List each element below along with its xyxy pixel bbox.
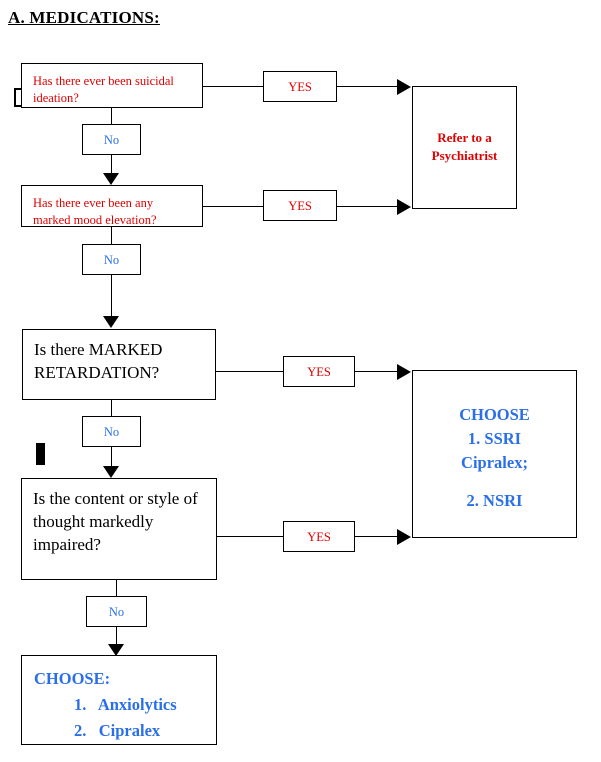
edge-no3-q4 (111, 447, 112, 469)
arrowhead-no3-q4 (103, 466, 119, 478)
edge-q1-no-upper (111, 108, 112, 124)
choose-right-line-3: Cipralex; (461, 453, 528, 472)
outcome-box-choose-anxiolytics[interactable]: CHOOSE: 1. Anxiolytics 2. Cipralex (21, 655, 217, 745)
arrowhead-no1-q2 (103, 173, 119, 185)
edge-q1-yes (203, 86, 263, 87)
refer-line-2: Psychiatrist (431, 148, 498, 163)
page-title: A. MEDICATIONS: (8, 8, 160, 27)
edge-yes3-choose (355, 371, 400, 372)
question-4-text: Is the content or style of thought marke… (33, 489, 198, 554)
edge-yes1-refer (337, 86, 399, 87)
choose-right-line-1: CHOOSE (459, 405, 530, 424)
choose-bottom-heading: CHOOSE: (34, 669, 111, 688)
question-1-text: Has there ever been suicidal ideation? (33, 74, 174, 105)
yes-label-4: YES (307, 530, 331, 544)
choose-bottom-content: CHOOSE: 1. Anxiolytics 2. Cipralex (22, 656, 216, 744)
no-label-3: No (103, 425, 120, 439)
arrowhead-no4-choose (108, 644, 124, 656)
yes-box-1[interactable]: YES (263, 71, 337, 102)
no-box-2[interactable]: No (82, 244, 141, 275)
no-label-1: No (103, 133, 120, 147)
edge-yes2-refer (337, 206, 399, 207)
choose-bottom-list: 1. Anxiolytics 2. Cipralex (34, 692, 216, 744)
black-block-artifact (36, 443, 45, 465)
yes-label-2: YES (288, 199, 312, 213)
outcome-box-refer-psychiatrist[interactable]: Refer to a Psychiatrist (412, 86, 517, 209)
arrowhead-yes1-refer (397, 79, 411, 95)
no-box-1[interactable]: No (82, 124, 141, 155)
question-box-thought-impaired[interactable]: Is the content or style of thought marke… (21, 478, 217, 580)
yes-label-1: YES (288, 80, 312, 94)
edge-yes4-choose (355, 536, 400, 537)
refer-line-1: Refer to a (437, 130, 492, 145)
question-2-text: Has there ever been any marked mood elev… (33, 196, 157, 227)
arrowhead-yes2-refer (397, 199, 411, 215)
yes-box-4[interactable]: YES (283, 521, 355, 552)
edge-no1-q2 (111, 155, 112, 175)
question-box-marked-retardation[interactable]: Is there MARKED RETARDATION? (22, 329, 216, 400)
question-box-suicidal-ideation[interactable]: Has there ever been suicidal ideation? (21, 63, 203, 108)
text-cursor-artifact (14, 88, 24, 107)
arrowhead-no2-q3 (103, 316, 119, 328)
edge-q2-no-upper (111, 227, 112, 244)
edge-q2-yes (203, 206, 263, 207)
edge-q4-no-upper (116, 580, 117, 596)
question-box-mood-elevation[interactable]: Has there ever been any marked mood elev… (21, 185, 203, 227)
arrowhead-yes4-choose (397, 529, 411, 545)
choose-right-line-2: 1. SSRI (467, 429, 522, 448)
yes-box-3[interactable]: YES (283, 356, 355, 387)
yes-box-2[interactable]: YES (263, 190, 337, 221)
edge-q3-no-upper (111, 400, 112, 416)
edge-no2-q3 (111, 275, 112, 318)
no-label-4: No (108, 605, 125, 619)
arrowhead-yes3-choose (397, 364, 411, 380)
edge-q4-yes (217, 536, 283, 537)
no-box-3[interactable]: No (82, 416, 141, 447)
edge-no4-choose (116, 627, 117, 647)
choose-bottom-item-1: 1. Anxiolytics (74, 695, 177, 714)
outcome-box-choose-ssri[interactable]: CHOOSE 1. SSRI Cipralex; 2. NSRI (412, 370, 577, 538)
no-box-4[interactable]: No (86, 596, 147, 627)
no-label-2: No (103, 253, 120, 267)
choose-bottom-item-2: 2. Cipralex (74, 721, 161, 740)
question-3-text: Is there MARKED RETARDATION? (34, 340, 163, 382)
choose-right-line-4: 2. NSRI (466, 491, 523, 510)
edge-q3-yes (216, 371, 283, 372)
yes-label-3: YES (307, 365, 331, 379)
